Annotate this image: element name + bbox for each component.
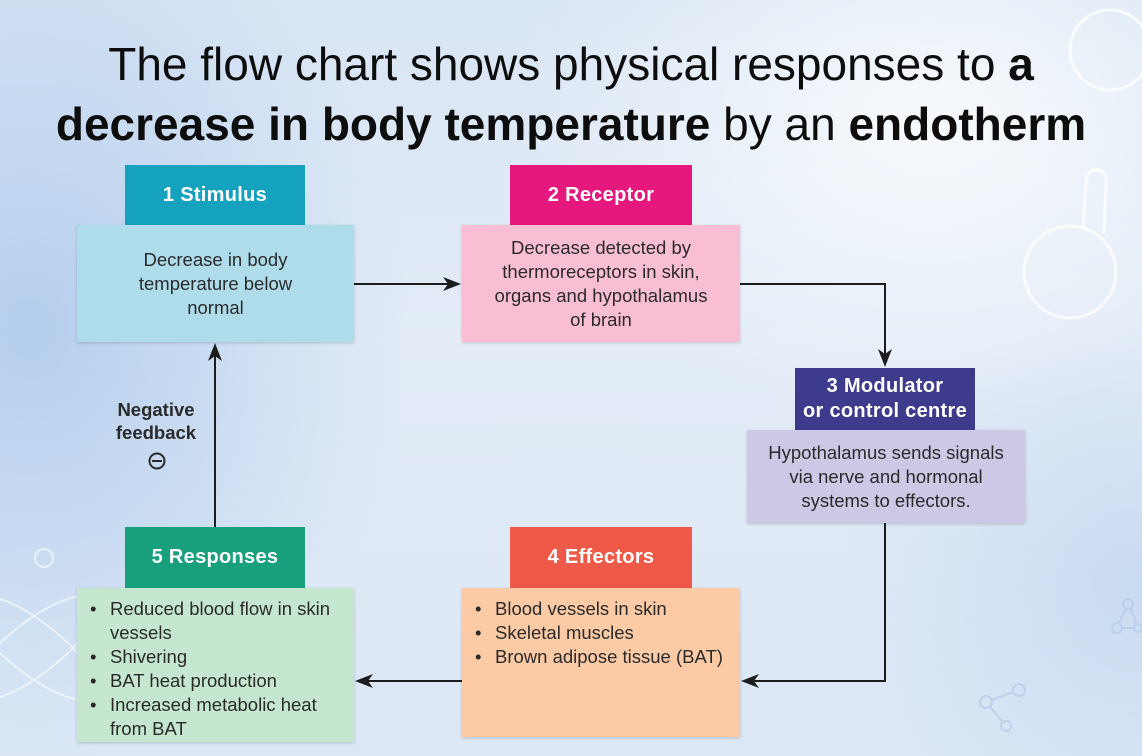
receptor-header: 2 Receptor: [510, 165, 692, 225]
flask-decoration: [1022, 224, 1118, 320]
modulator-header-line: 3 Modulator: [826, 375, 944, 397]
effectors-box: Blood vessels in skin Skeletal muscles B…: [462, 588, 740, 737]
arrow-stimulus-to-receptor: [354, 277, 461, 291]
response-list-item: Reduced blood flow in skin vessels: [77, 597, 354, 645]
feedback-text-line: Negative: [117, 399, 195, 420]
modulator-text-line: Hypothalamus sends signals: [768, 441, 1004, 463]
effectors-header: 4 Effectors: [510, 527, 692, 588]
minus-circle-icon: [148, 452, 166, 470]
modulator-box: Hypothalamus sends signals via nerve and…: [747, 430, 1025, 523]
receptor-text-line: Decrease detected by: [511, 236, 691, 258]
stimulus-header: 1 Stimulus: [125, 165, 305, 225]
title-text: The flow chart shows physical responses …: [108, 38, 1009, 90]
feedback-text-line: feedback: [115, 422, 197, 443]
arrow-modulator-to-effectors: [741, 523, 886, 688]
effector-list-item: Brown adipose tissue (BAT): [462, 645, 740, 669]
response-list-item: Increased metabolic heat from BAT: [77, 693, 354, 741]
title-emphasis: endotherm: [848, 98, 1087, 150]
response-list-item: BAT heat production: [77, 669, 354, 693]
stimulus-text-line: normal: [187, 296, 244, 318]
flask-neck-decoration: [1081, 168, 1108, 234]
title-emphasis: decrease in body temperature: [55, 98, 711, 150]
arrow-effectors-to-responses: [355, 674, 462, 688]
responses-box: Reduced blood flow in skin vessels Shive…: [77, 588, 354, 742]
stimulus-text-line: temperature below: [138, 272, 293, 294]
effector-list-item: Blood vessels in skin: [462, 597, 740, 621]
modulator-text-line: via nerve and hormonal: [789, 465, 983, 487]
modulator-header: 3 Modulator or control centre: [795, 368, 975, 430]
title-emphasis: a: [1008, 38, 1034, 90]
effector-list-item: Skeletal muscles: [462, 621, 740, 645]
responses-header: 5 Responses: [125, 527, 305, 588]
slide-title: The flow chart shows physical responses …: [0, 34, 1142, 154]
stimulus-box: Decrease in body temperature below norma…: [77, 225, 354, 342]
receptor-text-line: of brain: [570, 308, 632, 330]
modulator-header-line: or control centre: [802, 400, 968, 422]
receptor-box: Decrease detected by thermoreceptors in …: [462, 225, 740, 342]
arrow-receptor-to-modulator: [740, 283, 892, 367]
modulator-text-line: systems to effectors.: [801, 489, 971, 511]
stimulus-text-line: Decrease in body: [143, 248, 288, 270]
negative-feedback-label: Negative feedback: [101, 398, 211, 444]
response-list-item: Shivering: [77, 645, 354, 669]
receptor-text-line: thermoreceptors in skin,: [502, 260, 700, 282]
title-text: by an: [710, 98, 849, 150]
receptor-text-line: organs and hypothalamus: [494, 284, 708, 306]
